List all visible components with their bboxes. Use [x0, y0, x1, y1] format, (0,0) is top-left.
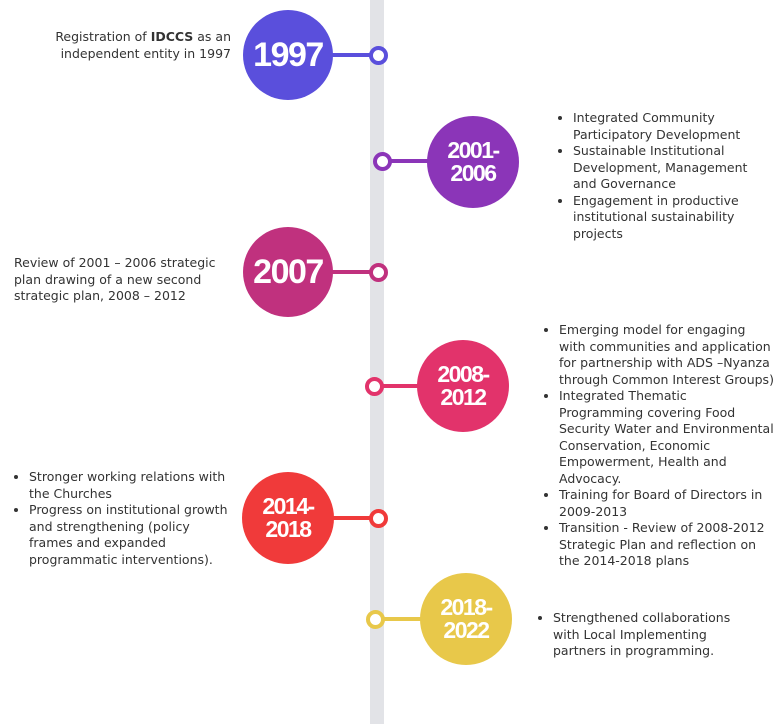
timeline-spine: [370, 0, 384, 724]
year-label: 2008-2012: [437, 361, 490, 410]
connector-line: [330, 270, 374, 274]
year-circle: 2001-2006: [427, 116, 519, 208]
bullet-item: Integrated Community Participatory Devel…: [573, 110, 761, 143]
bullet-item: Emerging model for engaging with communi…: [559, 322, 774, 388]
connector-line: [384, 159, 430, 163]
timeline-dot: [369, 509, 388, 528]
milestone-bullets: Stronger working relations with the Chur…: [12, 469, 234, 568]
milestone-bullets: Integrated Community Participatory Devel…: [556, 110, 761, 242]
year-label: 1997: [253, 36, 324, 74]
year-circle: 2018-2022: [420, 573, 512, 665]
milestone-bullets: Emerging model for engaging with communi…: [542, 322, 774, 570]
milestone-description: Review of 2001 – 2006 strategic plan dra…: [14, 255, 216, 303]
bullet-item: Transition - Review of 2008-2012 Strateg…: [559, 520, 774, 570]
bullet-item: Training for Board of Directors in 2009-…: [559, 487, 774, 520]
bullet-item: Strengthened collaborations with Local I…: [553, 610, 751, 660]
connector-line: [377, 617, 423, 621]
timeline-dot: [369, 263, 388, 282]
year-circle: 1997: [243, 10, 333, 100]
connector-line: [375, 384, 421, 388]
year-circle: 2008-2012: [417, 340, 509, 432]
connector-line: [331, 516, 375, 520]
bullet-item: Integrated Thematic Programming covering…: [559, 388, 774, 487]
year-label: 2007: [253, 253, 324, 291]
connector-line: [330, 53, 374, 57]
year-circle: 2007: [243, 227, 333, 317]
timeline-dot: [366, 610, 385, 629]
bullet-item: Progress on institutional growth and str…: [29, 502, 234, 568]
timeline-dot: [369, 46, 388, 65]
timeline-dot: [365, 377, 384, 396]
year-label: 2018-2022: [440, 594, 493, 643]
milestone-description: Registration of IDCCS as an independent …: [55, 29, 231, 61]
timeline-dot: [373, 152, 392, 171]
year-circle: 2014-2018: [242, 472, 334, 564]
year-label: 2014-2018: [262, 493, 315, 542]
year-label: 2001-2006: [447, 137, 500, 186]
milestone-bullets: Strengthened collaborations with Local I…: [536, 610, 751, 660]
bullet-item: Engagement in productive institutional s…: [573, 193, 761, 243]
bullet-item: Sustainable Institutional Development, M…: [573, 143, 761, 193]
bullet-item: Stronger working relations with the Chur…: [29, 469, 234, 502]
